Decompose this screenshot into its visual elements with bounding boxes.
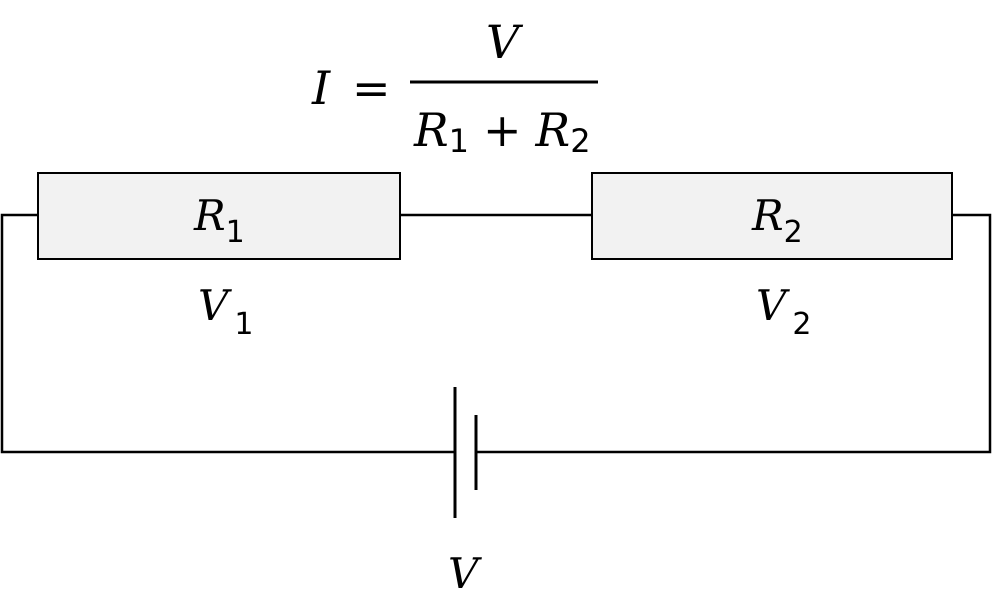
battery-voltage-label: V	[448, 549, 482, 598]
formula-denominator: R1+R2	[413, 103, 591, 160]
formula-numerator: V	[486, 15, 524, 69]
formula-current: I	[311, 61, 331, 115]
circuit-wires	[0, 213, 992, 454]
resistor-r2-label: R2	[751, 191, 803, 250]
formula: I = V R1+R2	[311, 15, 598, 160]
battery: V	[448, 387, 482, 598]
resistor-r1-label: R1	[193, 191, 245, 250]
formula-equals: =	[352, 61, 391, 115]
